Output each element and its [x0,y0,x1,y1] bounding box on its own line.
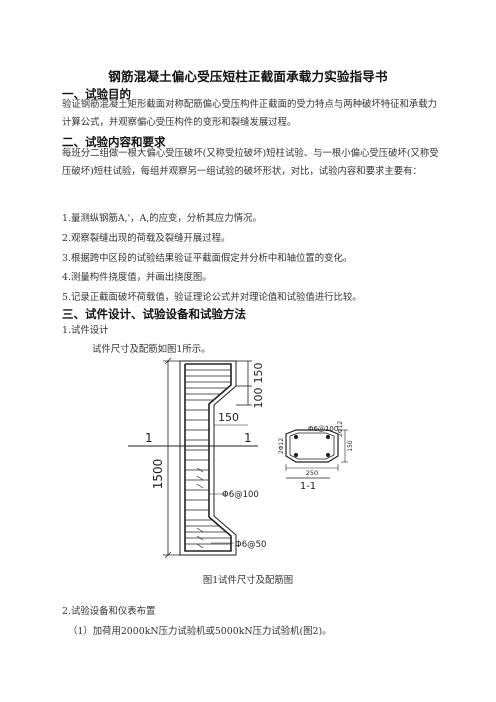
rebar-cage [184,363,232,552]
content-item-4: 4.测量构件挠度值，并画出挠度图。 [62,272,212,283]
heading-purpose: 一、试验目的 [62,87,131,101]
label-section-right: 1 [244,431,252,445]
content-item-5: 5.记录正截面破坏荷载值，验证理论公式并对理论值和试验值进行比较。 [62,292,362,303]
stirrups-top [185,369,231,401]
label-dim-150-top: 150 [252,363,265,384]
content-item-2: 2.观察裂缝出现的荷载及裂缝开展过程。 [62,233,231,244]
sub-heading-equipment: 2.试验设备和仪表布置 [62,606,156,617]
rebar-marks [196,467,204,549]
label-sec-title: 1-1 [300,481,316,492]
column-outline [179,360,237,556]
equipment-item-1: （1）加荷用2000kN压力试验机或5000kN压力试验机(图2)。 [68,626,332,637]
stirrups-middle [185,409,209,511]
figure-caption: 图1试件尺寸及配筋图 [202,575,294,586]
stirrups-bottom [185,519,231,545]
label-sec-stirrup: Φ6@100 [308,425,338,433]
content-item-1: 1.量测纵钢筋A,'，A,的应变，分析其应力情况。 [62,213,262,224]
label-sec-width: 250 [306,469,318,477]
label-sec-bar-left: 2Φ12 [278,438,285,454]
purpose-text: 验证钢筋混凝土矩形截面对称配筋偏心受压构件正截面的受力特点与两种破坏特征和承载力… [62,99,438,128]
heading-content: 二、试验内容和要求 [62,135,166,149]
label-sec-height: 150 [347,440,354,452]
sub-heading-design: 1.试件设计 [62,325,109,336]
dim-top-right [236,360,252,406]
label-stirrup-50: Φ6@50 [235,540,266,550]
doc-title: 钢筋混凝土偏心受压短柱正截面承载力实验指导书 [108,69,388,84]
label-stirrup-100: Φ6@100 [222,490,259,500]
label-dim-100: 100 [252,388,265,409]
heading-design: 三、试件设计、试验设备和试验方法 [62,307,246,321]
label-sec-bar-right: 2Φ12 [337,421,344,437]
design-text: 试件尺寸及配筋如图1所示。 [92,344,211,355]
label-section-left: 1 [145,431,153,445]
dim-total-height [163,357,180,559]
cross-section [285,429,348,479]
label-dim-150-mid: 150 [218,411,239,424]
content-text: 每班分二组做一根大偏心受压破坏(又称受拉破坏)短柱试验、与一根小偏心受压破坏(又… [62,148,439,177]
content-item-3: 3.根据跨中区段的试验结果验证平截面假定并分析中和轴位置的变化。 [62,253,353,264]
label-total-height: 1500 [151,459,165,490]
